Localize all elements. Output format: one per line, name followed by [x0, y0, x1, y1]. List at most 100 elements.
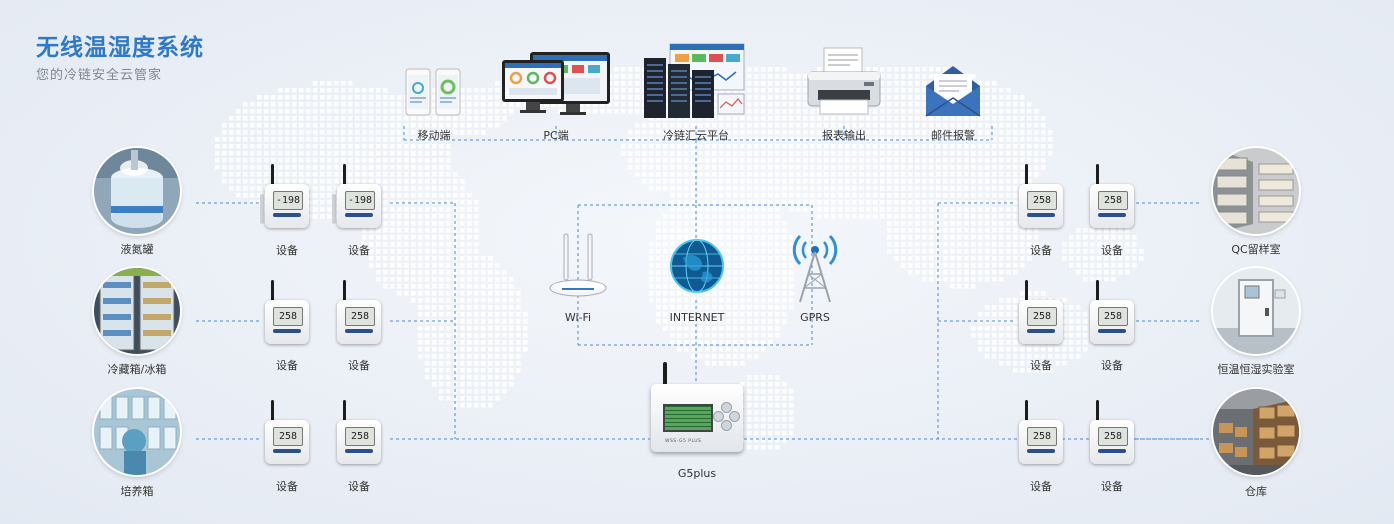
map-dot: [782, 438, 787, 443]
map-dot: [1118, 256, 1123, 261]
map-dot: [404, 193, 409, 198]
map-dot: [950, 158, 955, 163]
map-dot: [691, 172, 696, 177]
map-dot: [754, 207, 759, 212]
map-dot: [789, 102, 794, 107]
map-dot: [250, 144, 255, 149]
map-dot: [348, 172, 353, 177]
map-dot: [901, 102, 906, 107]
map-dot: [439, 326, 444, 331]
map-dot: [250, 158, 255, 163]
map-dot: [663, 165, 668, 170]
map-dot: [474, 291, 479, 296]
map-dot: [747, 165, 752, 170]
map-dot: [929, 67, 934, 72]
map-dot: [712, 347, 717, 352]
map-dot: [768, 249, 773, 254]
map-dot: [726, 116, 731, 121]
map-dot: [502, 361, 507, 366]
map-dot: [313, 95, 318, 100]
map-dot: [1118, 263, 1123, 268]
map-dot: [516, 368, 521, 373]
map-dot: [754, 151, 759, 156]
map-dot: [999, 298, 1004, 303]
map-dot: [327, 151, 332, 156]
map-dot: [460, 312, 465, 317]
map-dot: [278, 130, 283, 135]
map-dot: [964, 235, 969, 240]
map-dot: [775, 228, 780, 233]
map-dot: [670, 326, 675, 331]
map-dot: [607, 102, 612, 107]
map-dot: [670, 228, 675, 233]
map-dot: [1090, 249, 1095, 254]
map-dot: [691, 123, 696, 128]
map-dot: [488, 270, 493, 275]
map-dot: [474, 354, 479, 359]
map-dot: [859, 193, 864, 198]
map-dot: [404, 207, 409, 212]
map-dot: [754, 333, 759, 338]
map-dot: [1083, 228, 1088, 233]
map-dot: [796, 109, 801, 114]
map-dot: [915, 256, 920, 261]
map-dot: [376, 228, 381, 233]
map-dot: [859, 130, 864, 135]
map-dot: [775, 74, 780, 79]
map-dot: [236, 130, 241, 135]
map-dot: [1006, 207, 1011, 212]
map-dot: [467, 116, 472, 121]
map-dot: [859, 116, 864, 121]
map-dot: [964, 277, 969, 282]
map-dot: [1055, 354, 1060, 359]
sensor-reading: 258: [1098, 307, 1128, 326]
map-dot: [936, 242, 941, 247]
map-dot: [719, 228, 724, 233]
map-dot: [628, 95, 633, 100]
map-dot: [999, 193, 1004, 198]
map-dot: [649, 298, 654, 303]
map-dot: [698, 116, 703, 121]
map-dot: [404, 165, 409, 170]
map-dot: [789, 270, 794, 275]
map-dot: [810, 193, 815, 198]
map-dot: [467, 403, 472, 408]
map-dot: [789, 81, 794, 86]
map-dot: [313, 200, 318, 205]
map-dot: [453, 179, 458, 184]
map-dot: [747, 144, 752, 149]
map-dot: [418, 333, 423, 338]
map-dot: [775, 438, 780, 443]
map-dot: [488, 256, 493, 261]
map-dot: [817, 207, 822, 212]
map-dot: [712, 221, 717, 226]
map-dot: [936, 158, 941, 163]
map-dot: [964, 172, 969, 177]
map-dot: [474, 368, 479, 373]
map-dot: [404, 291, 409, 296]
map-dot: [831, 158, 836, 163]
map-dot: [460, 179, 465, 184]
map-dot: [432, 200, 437, 205]
map-dot: [348, 123, 353, 128]
map-dot: [768, 305, 773, 310]
map-dot: [761, 396, 766, 401]
map-dot: [873, 116, 878, 121]
map-dot: [908, 179, 913, 184]
map-dot: [355, 144, 360, 149]
map-dot: [768, 438, 773, 443]
map-dot: [677, 319, 682, 324]
map-dot: [467, 235, 472, 240]
map-dot: [306, 130, 311, 135]
map-dot: [285, 109, 290, 114]
map-dot: [782, 144, 787, 149]
map-dot: [663, 235, 668, 240]
map-dot: [614, 109, 619, 114]
map-dot: [663, 305, 668, 310]
map-dot: [418, 242, 423, 247]
map-dot: [390, 95, 395, 100]
map-dot: [726, 354, 731, 359]
map-dot: [502, 284, 507, 289]
map-dot: [796, 186, 801, 191]
device-label: 设备: [348, 480, 370, 493]
